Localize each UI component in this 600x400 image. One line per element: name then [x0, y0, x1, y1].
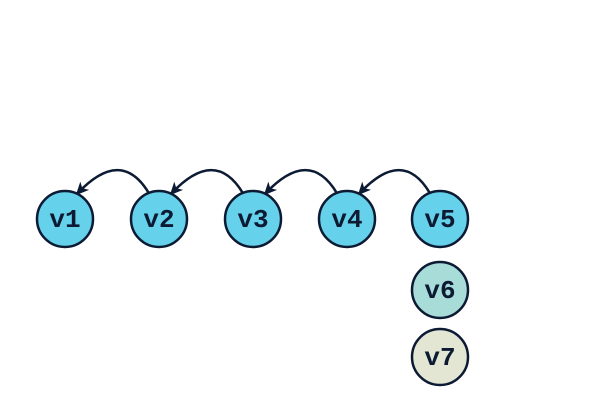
node-v7-label: v7 — [424, 343, 455, 373]
node-v7-circle — [410, 327, 470, 387]
node-v1: v1 — [35, 189, 95, 249]
node-v3-label: v3 — [237, 205, 268, 235]
node-v6-label: v6 — [424, 276, 455, 306]
edge-v5-to-v4 — [357, 169, 431, 196]
nodes-layer: v1 v2 v3 v4 v5 v6 v7 — [35, 189, 470, 387]
node-v7: v7 — [410, 327, 470, 387]
node-v4-label: v4 — [331, 205, 362, 235]
node-v5-circle — [410, 189, 470, 249]
node-v1-circle — [35, 189, 95, 249]
edge-v2-to-v1 — [75, 169, 150, 196]
node-v6: v6 — [410, 260, 470, 320]
node-v3-circle — [223, 189, 283, 249]
node-v2: v2 — [129, 189, 189, 249]
node-v6-circle — [410, 260, 470, 320]
edge-v3-to-v2 — [169, 169, 244, 196]
edges-layer — [75, 169, 431, 196]
node-v1-label: v1 — [49, 205, 80, 235]
node-v2-circle — [129, 189, 189, 249]
node-v4: v4 — [317, 189, 377, 249]
node-v3: v3 — [223, 189, 283, 249]
node-v2-label: v2 — [143, 205, 174, 235]
node-v5-label: v5 — [424, 205, 455, 235]
edge-v4-to-v3 — [263, 169, 338, 196]
node-v5: v5 — [410, 189, 470, 249]
node-v4-circle — [317, 189, 377, 249]
